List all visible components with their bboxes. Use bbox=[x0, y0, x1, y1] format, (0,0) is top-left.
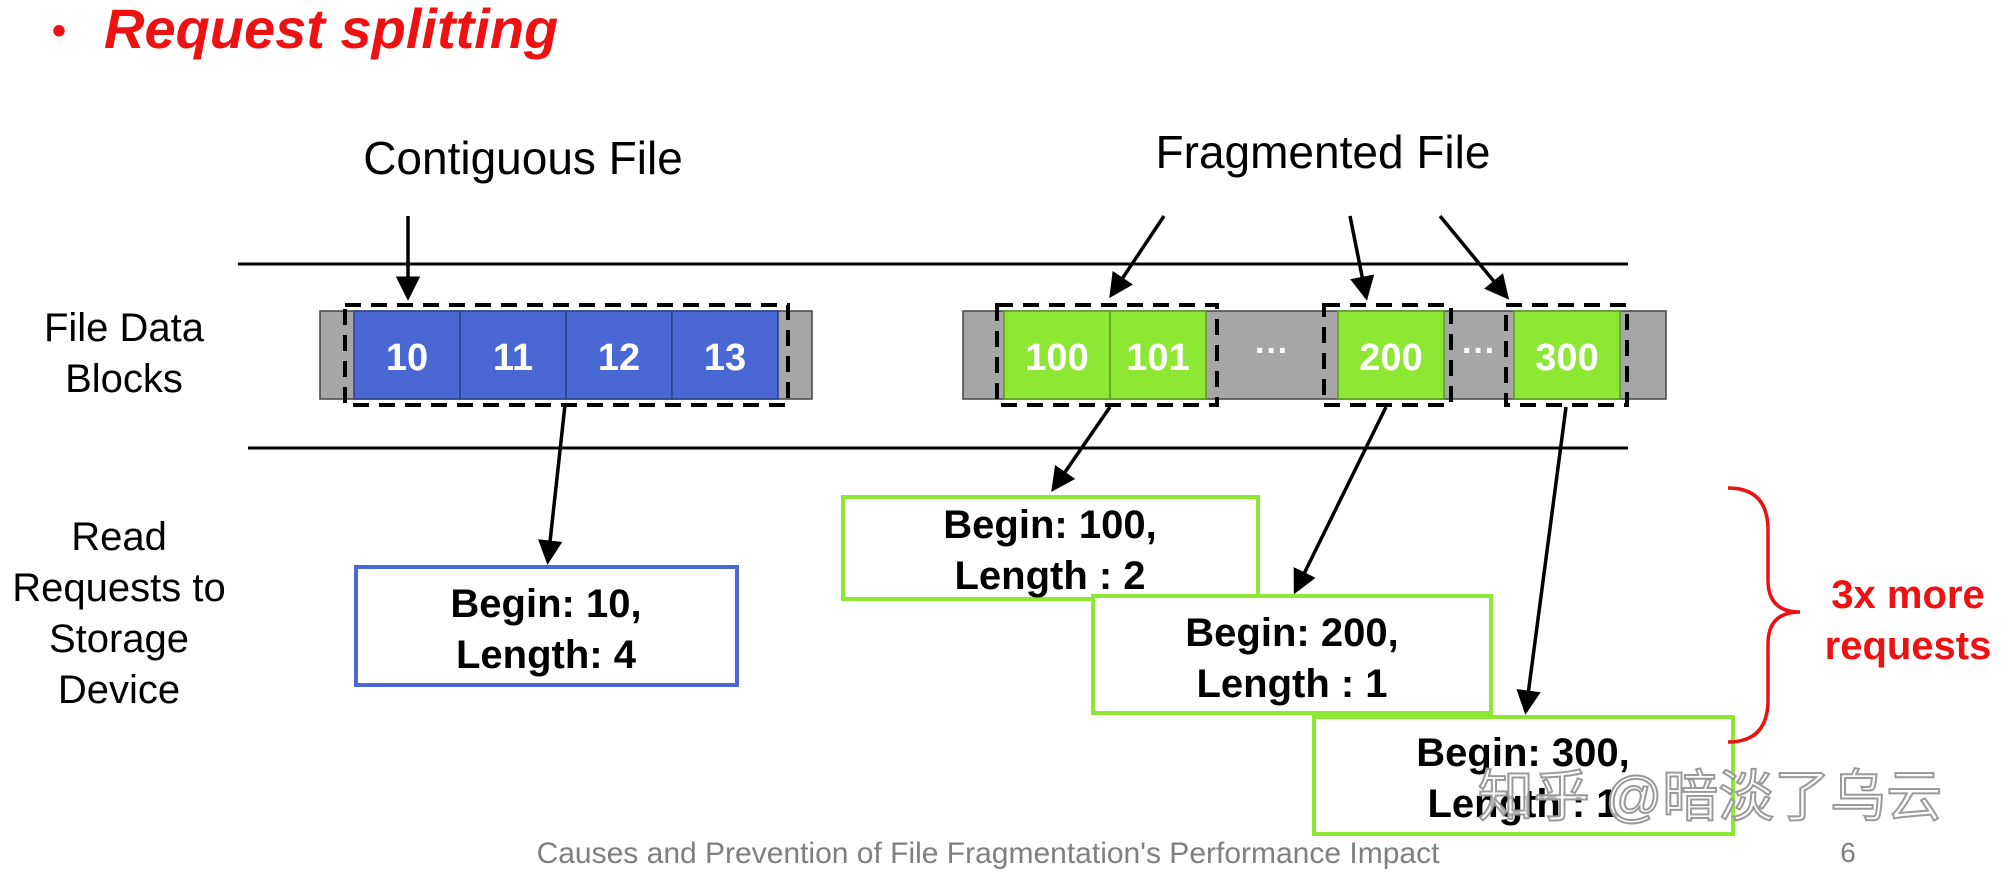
arrow-to-request bbox=[1516, 406, 1568, 715]
arrow-fragment-header bbox=[1438, 214, 1510, 300]
title-bullet: • bbox=[52, 9, 66, 53]
contiguous-block-strip: 10 11 12 13 bbox=[319, 303, 813, 407]
request-box-border bbox=[1091, 594, 1493, 715]
dashed-extent bbox=[1322, 303, 1453, 407]
block-number: 10 bbox=[386, 337, 428, 379]
data-block bbox=[1513, 310, 1621, 400]
arrow-fragment-header bbox=[1348, 215, 1375, 301]
request-box-border bbox=[1312, 715, 1735, 836]
header-fragmented: Fragmented File bbox=[1156, 126, 1491, 178]
block-number: 100 bbox=[1025, 337, 1088, 379]
request-text: Begin: 200, bbox=[1185, 611, 1398, 655]
request-box-border bbox=[841, 495, 1260, 601]
arrow-to-request bbox=[537, 404, 567, 565]
data-block bbox=[353, 310, 461, 400]
request-text: Begin: 100, bbox=[943, 503, 1156, 547]
dashed-extent bbox=[343, 303, 790, 407]
arrow-fragment-header bbox=[1109, 215, 1166, 299]
row-label-line: Storage bbox=[49, 617, 189, 661]
row-label-requests: Read Requests to Storage Device bbox=[12, 515, 225, 712]
block-number: 13 bbox=[704, 337, 746, 379]
watermark: 知乎 @暗淡了乌云 bbox=[1478, 765, 1942, 828]
curly-brace bbox=[1727, 486, 1801, 744]
row-label-line: Device bbox=[58, 668, 180, 712]
request-box-fragment-1: Begin: 100, Length : 2 bbox=[841, 495, 1260, 601]
request-text: Length : 2 bbox=[954, 554, 1145, 598]
dashed-extent bbox=[995, 303, 1219, 407]
data-block bbox=[1337, 310, 1445, 400]
row-label-line: Blocks bbox=[65, 357, 183, 401]
request-text: Length : 1 bbox=[1427, 782, 1618, 826]
block-number: 12 bbox=[598, 337, 640, 379]
arrow-to-request bbox=[1293, 406, 1388, 595]
data-block bbox=[671, 310, 779, 400]
row-label-line: Read bbox=[71, 515, 167, 559]
annotation-text: 3x more bbox=[1831, 573, 1984, 617]
annotation-text: requests bbox=[1825, 624, 1992, 668]
request-text: Length : 1 bbox=[1196, 662, 1387, 706]
dashed-extent bbox=[1504, 303, 1629, 407]
request-box-fragment-3: Begin: 300, Length : 1 bbox=[1312, 715, 1735, 836]
slide-title: Request splitting bbox=[104, 0, 558, 60]
request-box-contiguous: Begin: 10, Length: 4 bbox=[354, 565, 739, 687]
header-contiguous: Contiguous File bbox=[363, 132, 683, 184]
page-number: 6 bbox=[1840, 837, 1856, 868]
fragmented-block-strip: 100 101 ··· 200 ··· 300 bbox=[962, 303, 1667, 407]
request-text: Length: 4 bbox=[456, 633, 637, 677]
request-box-border bbox=[354, 565, 739, 687]
block-number: 101 bbox=[1126, 337, 1189, 379]
block-number: 200 bbox=[1359, 337, 1422, 379]
request-text: Begin: 300, bbox=[1416, 731, 1629, 775]
arrow-to-request bbox=[1051, 406, 1112, 493]
request-box-fragment-2: Begin: 200, Length : 1 bbox=[1091, 594, 1493, 715]
row-label-line: File Data bbox=[44, 306, 205, 350]
row-label-line: Requests to bbox=[12, 566, 225, 610]
request-text: Begin: 10, bbox=[450, 582, 641, 626]
row-label-blocks: File Data Blocks bbox=[44, 306, 205, 401]
ellipsis-gap: ··· bbox=[1255, 332, 1289, 370]
data-block bbox=[459, 310, 567, 400]
ellipsis-gap: ··· bbox=[1462, 332, 1496, 370]
data-block bbox=[1003, 310, 1111, 400]
data-block bbox=[1109, 310, 1207, 400]
data-block bbox=[565, 310, 673, 400]
block-number: 300 bbox=[1535, 337, 1598, 379]
block-number: 11 bbox=[493, 337, 533, 379]
slide-footer: Causes and Prevention of File Fragmentat… bbox=[537, 837, 1440, 870]
